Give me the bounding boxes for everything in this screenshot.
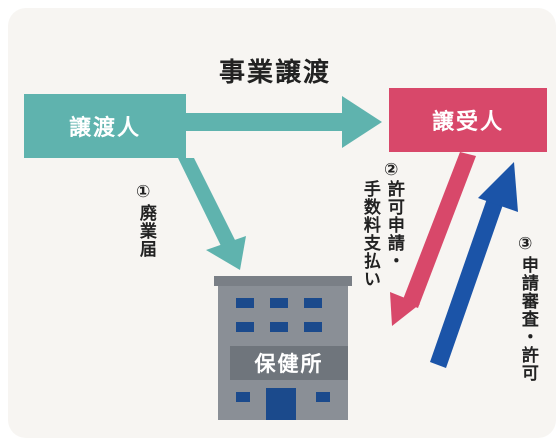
closure-notice-arrow	[178, 158, 246, 270]
step1-number: ①	[136, 182, 151, 202]
transferor-box: 譲渡人	[24, 94, 186, 158]
health-center-label: 保健所	[254, 352, 324, 376]
transferee-box: 譲受人	[389, 88, 547, 152]
transfer-arrow	[186, 96, 382, 148]
diagram-title: 事業譲渡	[218, 58, 331, 88]
approval-arrow	[430, 162, 518, 368]
step3-label: 申請審査・許可	[517, 256, 538, 382]
transferor-label: 譲渡人	[68, 116, 141, 141]
health-center-building	[214, 276, 352, 420]
step2-label-line1: 許可申請・	[383, 180, 404, 270]
step2-label-line2: 手数料支払い	[359, 180, 380, 288]
application-arrow	[390, 152, 476, 326]
step2-number: ②	[384, 160, 399, 180]
step3-number: ③	[518, 234, 533, 254]
step1-label: 廃業届	[135, 204, 156, 258]
transferee-label: 譲受人	[431, 110, 504, 135]
